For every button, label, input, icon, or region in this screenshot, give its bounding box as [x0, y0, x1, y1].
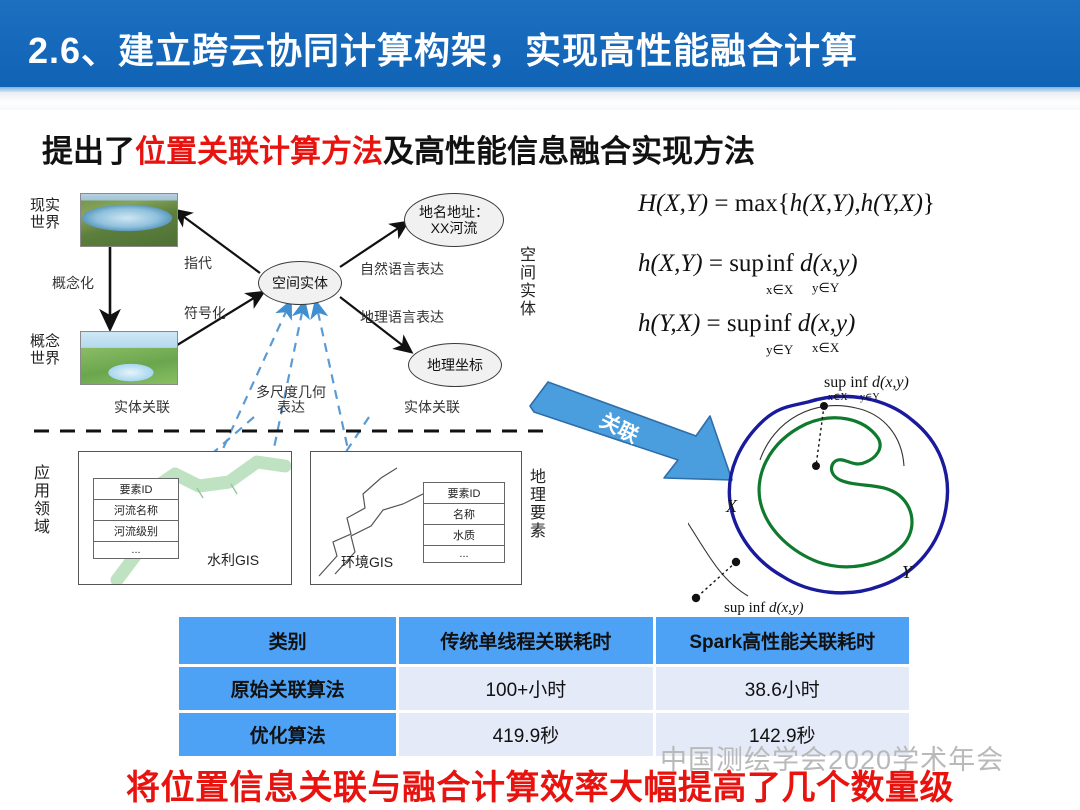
hausdorff-set-y-label: Y — [902, 562, 913, 582]
hausdorff-figure: sup inf d(x,y) x∈X y∈Y sup inf d(x,y) X … — [681, 362, 998, 620]
hausdorff-curves — [681, 394, 950, 603]
formula-2-sub-left: x∈X — [766, 282, 794, 297]
formula-3-sub-right: x∈X — [812, 340, 840, 355]
water-gis-name: 水利GIS — [207, 552, 260, 568]
performance-table-element: 类别 传统单线程关联耗时 Spark高性能关联耗时 原始关联算法 100+小时 … — [176, 614, 912, 759]
arc-label-refer: 指代 — [184, 255, 212, 271]
arc-label-natural-language: 自然语言表达 — [360, 261, 444, 277]
table-cell-category: 原始关联算法 — [179, 667, 397, 710]
node-placename-address: 地名地址：XX河流 — [404, 193, 504, 247]
side-label-spatial-entity: 空间实体 — [519, 247, 536, 318]
association-arrow: 关联 — [524, 368, 738, 492]
attr-cell: 河流级别 — [94, 521, 178, 542]
arc-label-symbolize: 符号化 — [184, 305, 226, 321]
hausdorff-top-label: sup inf d(x,y) — [824, 374, 909, 391]
arc-label-multiscale-geometry: 多尺度几何表达 — [256, 384, 326, 416]
performance-table: 类别 传统单线程关联耗时 Spark高性能关联耗时 原始关联算法 100+小时 … — [176, 614, 912, 759]
formula-line-1: H(X,Y) = max{h(X,Y),h(Y,X)} — [638, 190, 935, 217]
subtitle-highlight: 位置关联计算方法 — [135, 134, 383, 169]
node-spatial-entity: 空间实体 — [258, 261, 342, 305]
header-underline-divider — [0, 92, 1080, 110]
table-cell-single-thread: 100+小时 — [399, 667, 653, 710]
table-header-row: 类别 传统单线程关联耗时 Spark高性能关联耗时 — [179, 617, 909, 664]
env-gis-attribute-table: 要素ID 名称 水质 ... — [423, 482, 505, 563]
hausdorff-set-x-label: X — [726, 496, 737, 516]
env-gis-box: 要素ID 名称 水质 ... 环境GIS — [310, 451, 522, 585]
table-cell-spark: 142.9秒 — [655, 713, 909, 756]
table-header-single-thread: 传统单线程关联耗时 — [399, 617, 653, 664]
concept-diagram: 现实世界 概念世界 指代 概念化 符号化 自然语言表达 地理语言表达 实体关联 … — [24, 185, 560, 585]
table-row: 优化算法 419.9秒 142.9秒 — [179, 713, 909, 756]
node-geographic-coordinate: 地理坐标 — [408, 343, 502, 387]
attr-cell: 要素ID — [424, 483, 504, 504]
attr-cell: 水质 — [424, 525, 504, 546]
table-header-spark: Spark高性能关联耗时 — [655, 617, 909, 664]
subtitle: 提出了位置关联计算方法及高性能信息融合实现方法 — [42, 126, 755, 171]
hausdorff-bottom-label: sup inf d(x,y) — [724, 600, 804, 616]
concept-world-photo — [80, 331, 178, 385]
hausdorff-top-sub-right: y∈Y — [860, 392, 880, 403]
hausdorff-top-sub-left: x∈X — [828, 392, 848, 403]
formula-line-3: h(Y,X) = sup inf d(x,y) — [638, 310, 856, 337]
table-cell-category: 优化算法 — [179, 713, 397, 756]
attr-cell: 河流名称 — [94, 500, 178, 521]
formula-3-sub-left: y∈Y — [766, 342, 794, 357]
hausdorff-formulas: H(X,Y) = max{h(X,Y),h(Y,X)} h(X,Y) = sup… — [612, 190, 1052, 360]
water-gis-box: 要素ID 河流名称 河流级别 ... 水利GIS — [78, 451, 292, 585]
table-row: 原始关联算法 100+小时 38.6小时 — [179, 667, 909, 710]
header-bar: 2.6、建立跨云协同计算构架，实现高性能融合计算 — [0, 0, 1080, 92]
table-header-category: 类别 — [179, 617, 397, 664]
label-concept-world: 概念世界 — [30, 333, 61, 368]
arc-label-entity-relation-left: 实体关联 — [114, 399, 170, 415]
attr-cell: 名称 — [424, 504, 504, 525]
subtitle-prefix: 提出了 — [42, 134, 135, 169]
table-cell-single-thread: 419.9秒 — [399, 713, 653, 756]
attr-cell: ... — [131, 544, 141, 556]
water-gis-attribute-table: 要素ID 河流名称 河流级别 ... — [93, 478, 179, 559]
formula-line-2: h(X,Y) = sup inf d(x,y) — [638, 250, 858, 277]
formula-2-sub-right: y∈Y — [812, 280, 840, 295]
page-title: 2.6、建立跨云协同计算构架，实现高性能融合计算 — [28, 30, 859, 71]
arc-label-geo-language: 地理语言表达 — [360, 309, 444, 325]
association-arrow-shape — [529, 381, 733, 481]
table-cell-spark: 38.6小时 — [655, 667, 909, 710]
attr-cell: 要素ID — [94, 479, 178, 500]
footer-conclusion: 将位置信息关联与融合计算效率大幅提高了几个数量级 — [126, 769, 954, 807]
side-label-geographic-feature: 地理要素 — [529, 469, 546, 540]
subtitle-suffix: 及高性能信息融合实现方法 — [383, 134, 755, 169]
real-world-photo — [80, 193, 178, 247]
arc-label-entity-relation-right: 实体关联 — [404, 399, 460, 415]
attr-cell: ... — [459, 548, 469, 560]
env-gis-name: 环境GIS — [341, 554, 394, 570]
side-label-application-domain: 应用领域 — [33, 465, 50, 536]
arc-label-conceptualize: 概念化 — [52, 275, 94, 291]
label-real-world: 现实世界 — [30, 197, 61, 232]
watermark: 中国测绘学会2020学术年会 — [660, 745, 1005, 775]
